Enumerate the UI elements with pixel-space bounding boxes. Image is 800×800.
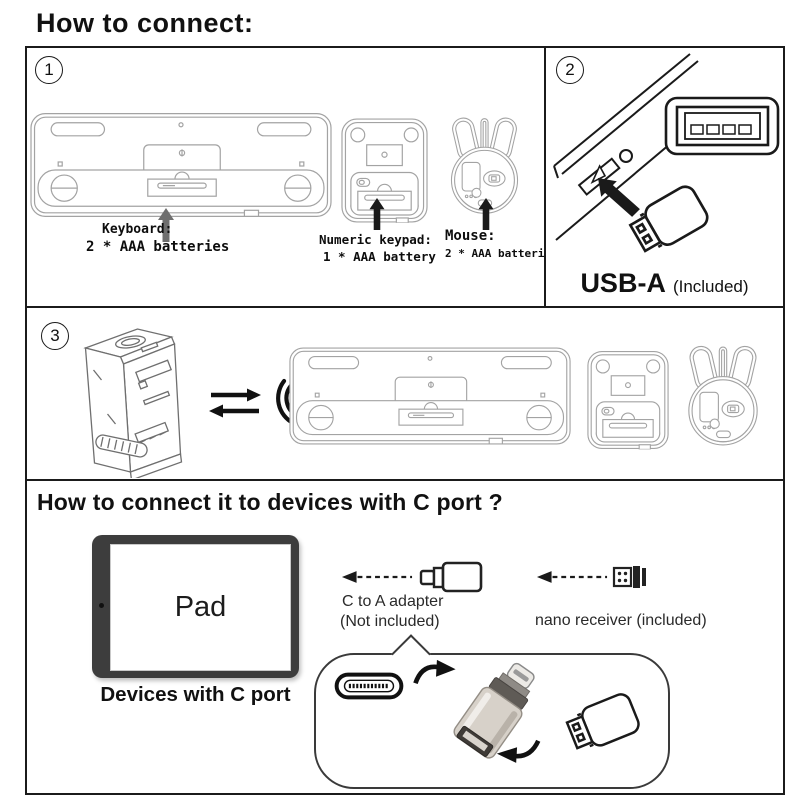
keypad-label: Numeric keypad:	[319, 232, 432, 247]
panel-c-port: How to connect it to devices with C port…	[25, 479, 785, 795]
mouse-label: Mouse:	[445, 228, 496, 244]
c-port-section-title: How to connect it to devices with C port…	[37, 489, 503, 515]
step-1-badge: 1	[35, 56, 63, 84]
pc-tower-illustration	[83, 328, 183, 478]
usb-insert-arrow-icon	[598, 178, 640, 217]
keyboard-batteries-label: 2 * AAA batteries	[86, 239, 230, 255]
usb-a-label: USB-A	[580, 268, 666, 298]
usb-included-note: (Included)	[672, 277, 749, 296]
panel-batteries: 1 Keyboard: 2 * AAA batteries Numeric ke…	[25, 46, 558, 308]
c-to-a-adapter-outline-icon	[419, 561, 483, 593]
receiver-direction-arrow-icon	[535, 570, 609, 584]
step-3-badge: 3	[41, 322, 69, 350]
keyboard-bottom-illustration	[289, 346, 571, 446]
adapter-label: C to A adapter	[342, 593, 444, 610]
pad-caption: Devices with C port	[100, 683, 291, 706]
c-to-a-adapter-photo-illustration	[453, 662, 535, 759]
usb-c-port-icon	[334, 672, 404, 700]
mouse-bottom-illustration	[687, 344, 759, 448]
step-2-badge: 2	[556, 56, 584, 84]
receiver-label: nano receiver (included)	[535, 612, 707, 629]
mouse-batteries-label: 2 * AAA batteries	[445, 247, 558, 260]
keyboard-label: Keyboard:	[102, 222, 173, 237]
keypad-batteries-label: 1 * AAA battery	[323, 249, 436, 264]
keyboard-bottom-illustration	[30, 112, 332, 218]
adapter-note: (Not included)	[340, 613, 440, 630]
panel-wireless-pairing: 3	[25, 306, 785, 481]
two-way-transfer-icon	[209, 388, 261, 418]
laptop-usb-port-illustration	[553, 53, 780, 241]
insert-curved-arrow-icon	[413, 659, 456, 685]
pad-screen-label: Pad	[174, 591, 227, 623]
remove-curved-arrow-icon	[496, 739, 541, 763]
adapter-direction-arrow-icon	[340, 570, 414, 584]
tablet-screen: Pad	[110, 544, 291, 671]
usb-caption: USB-A (Included)	[546, 268, 783, 299]
tablet-illustration: Pad	[92, 535, 299, 678]
mouse-battery-arrow-icon	[478, 198, 494, 230]
keypad-battery-arrow-icon	[369, 198, 385, 230]
numeric-keypad-bottom-illustration	[587, 350, 669, 450]
panel-usb-receiver: 2 USB-A (Include	[544, 46, 785, 308]
nano-receiver-outline-icon	[612, 566, 646, 588]
tablet-camera-dot	[99, 603, 104, 608]
page-title: How to connect:	[36, 8, 254, 38]
